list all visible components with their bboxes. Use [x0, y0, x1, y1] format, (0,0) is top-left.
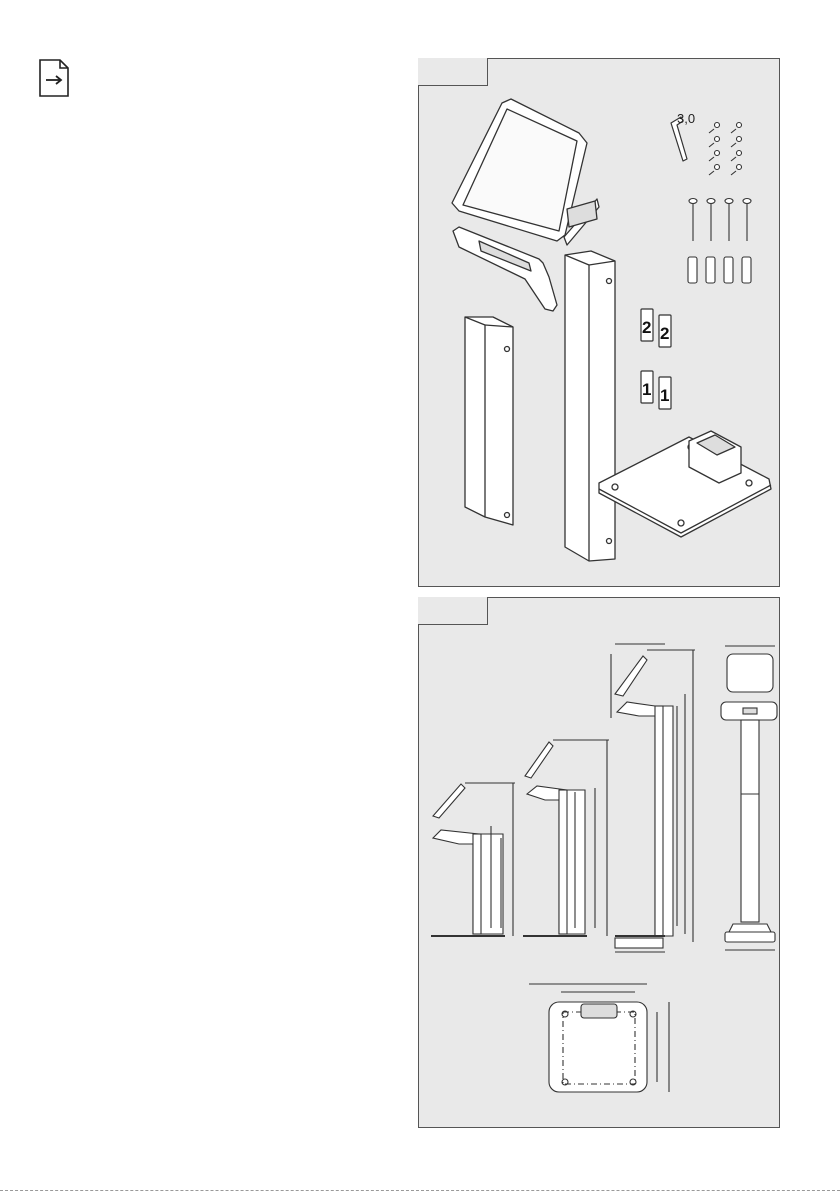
- document-arrow-icon: [38, 58, 70, 98]
- wall-plugs: [688, 257, 751, 283]
- page-bottom-rule: [0, 1190, 840, 1191]
- small-screws: [709, 123, 742, 176]
- variant-tall: [611, 644, 695, 952]
- package-contents-panel: 2 2 1 1 3,0: [418, 58, 780, 587]
- variant-short: [431, 783, 515, 936]
- long-column: [565, 251, 615, 561]
- tray: [453, 227, 557, 311]
- variant-medium: [523, 740, 609, 936]
- bracket-number-1a: 1: [642, 380, 651, 399]
- dimensions-panel: [418, 597, 780, 1128]
- hex-key-size-label: 3,0: [677, 111, 695, 126]
- wood-screws: [689, 199, 751, 242]
- dimension-drawings: [419, 598, 781, 1129]
- base-plate: [599, 437, 771, 537]
- base-plate-top-view: [529, 984, 669, 1092]
- package-contents-illustration: 2 2 1 1 3,0: [419, 59, 781, 588]
- variant-front-view: [721, 646, 777, 950]
- bracket-number-2b: 2: [660, 324, 669, 343]
- bracket-number-2a: 2: [642, 318, 651, 337]
- bracket-number-1b: 1: [660, 386, 669, 405]
